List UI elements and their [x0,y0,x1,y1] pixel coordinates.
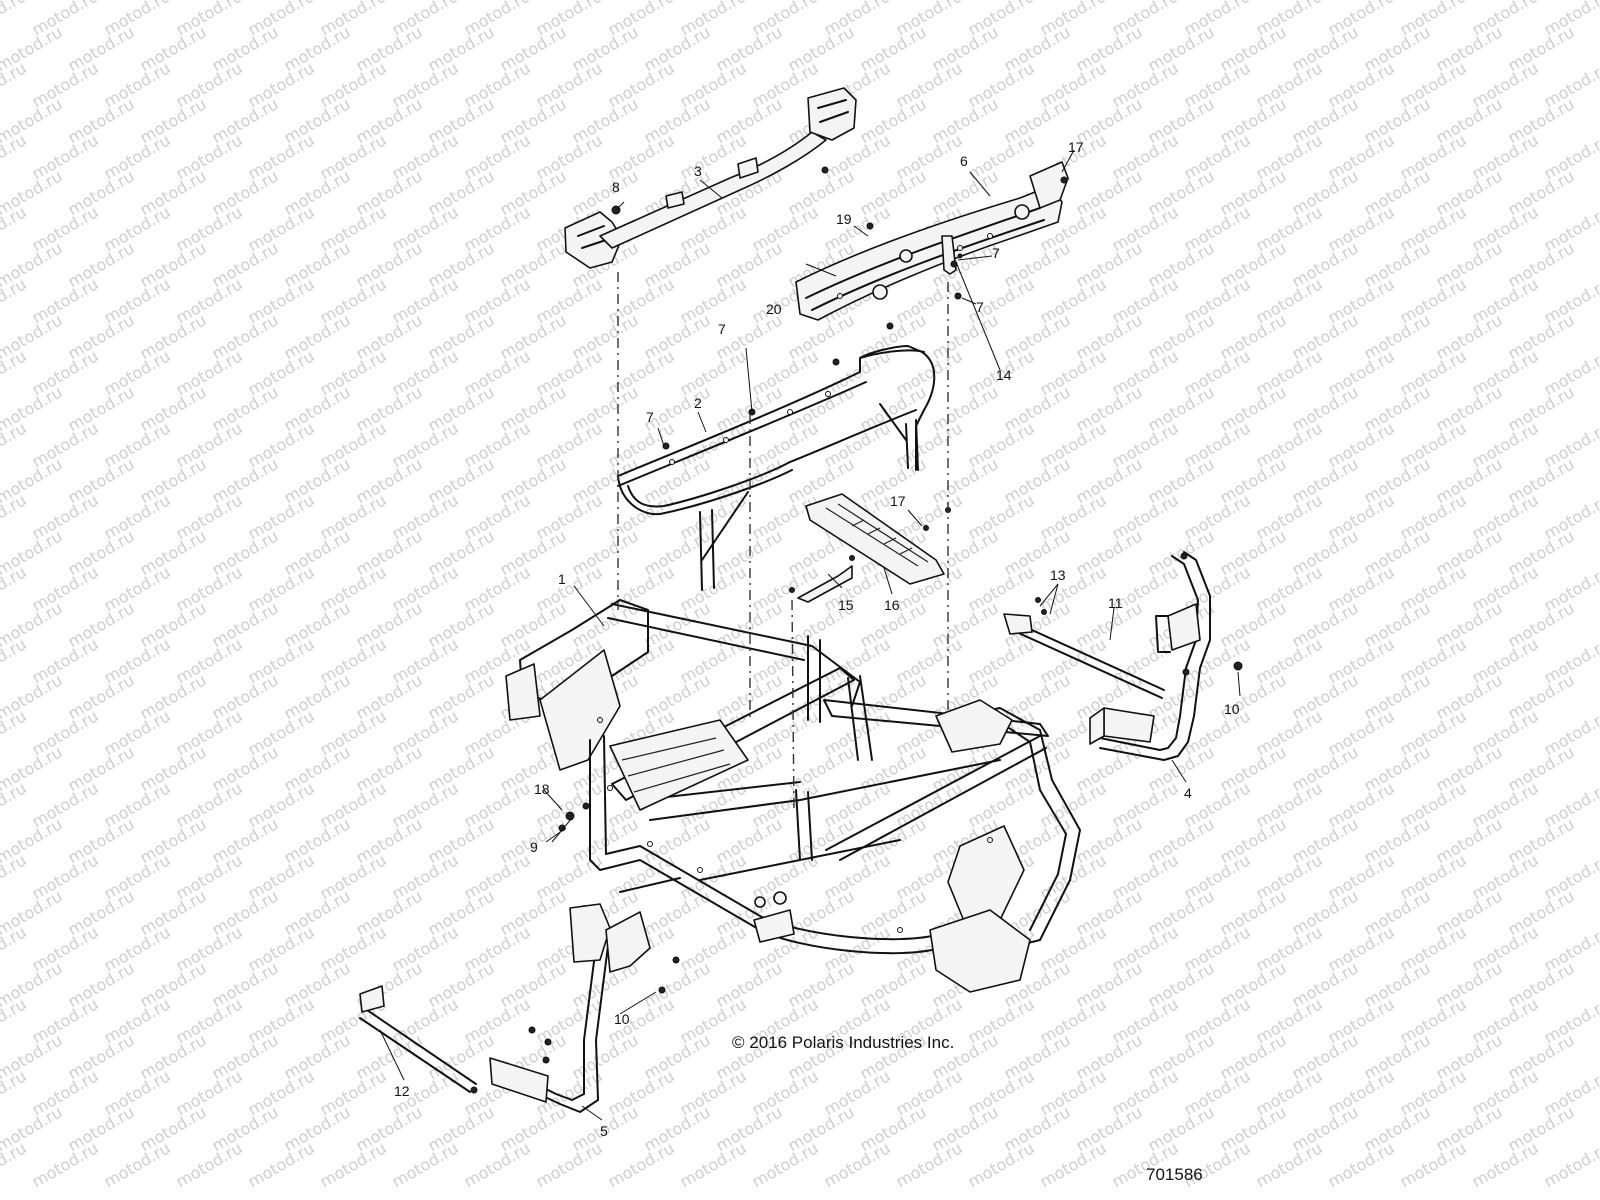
callout-5: 5 [600,1123,608,1139]
callout-10-left: 10 [614,1011,630,1027]
watermark-text: motod.ru [0,346,30,399]
watermark-text: motod.ru [1037,1138,1110,1191]
watermark-text: motod.ru [245,1138,318,1191]
watermark-text: motod.ru [677,1138,750,1191]
callout-9: 9 [530,839,538,855]
callout-6: 6 [960,153,968,169]
watermark-text: motod.ru [0,490,30,543]
watermark-text: motod.ru [389,1138,462,1191]
watermark-text: motod.ru [1325,1138,1398,1191]
watermark-text: motod.ru [0,0,30,39]
watermark-text: motod.ru [965,1138,1038,1191]
callout-10-right: 10 [1224,701,1240,717]
callout-11: 11 [1108,595,1123,611]
watermark-text: motod.ru [749,1138,822,1191]
callout-20: 20 [766,301,782,317]
watermark-text: motod.ru [0,922,30,975]
watermark-text: motod.ru [1253,1138,1326,1191]
callout-7-right: 7 [992,245,1000,261]
callout-7-left: 7 [646,409,654,425]
callout-2: 2 [694,395,702,411]
watermark-text: motod.ru [1541,1138,1600,1191]
watermark-text: motod.ru [29,1138,102,1191]
watermark-text: motod.ru [605,1138,678,1191]
watermark-text: motod.ru [0,130,30,183]
watermark-text: motod.ru [317,1138,390,1191]
document-number: 701586 [1146,1165,1203,1184]
watermark-text: motod.ru [101,1138,174,1191]
watermark-text: motod.ru [0,1066,30,1119]
callout-12: 12 [394,1083,410,1099]
watermark-text: motod.ru [893,1138,966,1191]
callout-17-floor: 17 [890,493,906,509]
callout-4: 4 [1184,785,1192,801]
watermark-text: motod.ru [0,994,30,1047]
callout-15: 15 [838,597,854,613]
callout-19: 19 [836,211,852,227]
copyright-notice: © 2016 Polaris Industries Inc. [732,1033,954,1052]
watermark-text: motod.ru [0,634,30,687]
watermark-text: motod.ru [821,1138,894,1191]
callout-7-top: 7 [718,321,726,337]
watermark-text: motod.ru [0,562,30,615]
callout-14: 14 [996,367,1012,383]
watermark-text: motod.ru [0,706,30,759]
watermark-text: motod.ru [173,1138,246,1191]
callout-16: 16 [884,597,900,613]
callout-3: 3 [694,163,702,179]
callout-17-top: 17 [1068,139,1084,155]
watermark-text: motod.ru [1397,1138,1470,1191]
watermark-text: motod.ru [533,1138,606,1191]
callout-7-panel: 7 [976,299,984,315]
watermark-text: motod.ru [461,1138,534,1191]
watermark-text: motod.ru [0,58,30,111]
callout-1: 1 [558,571,566,587]
watermark-text: motod.ru [1469,1138,1542,1191]
callout-18: 18 [534,781,550,797]
watermark-text: motod.ru [0,274,30,327]
callout-13: 13 [1050,567,1066,583]
watermark-text: motod.ru [0,778,30,831]
watermark-text: motod.ru [0,850,30,903]
callout-8: 8 [612,179,620,195]
watermark-text: motod.ru [0,1138,30,1191]
watermark-text: motod.ru [0,418,30,471]
watermark-text: motod.ru [0,202,30,255]
